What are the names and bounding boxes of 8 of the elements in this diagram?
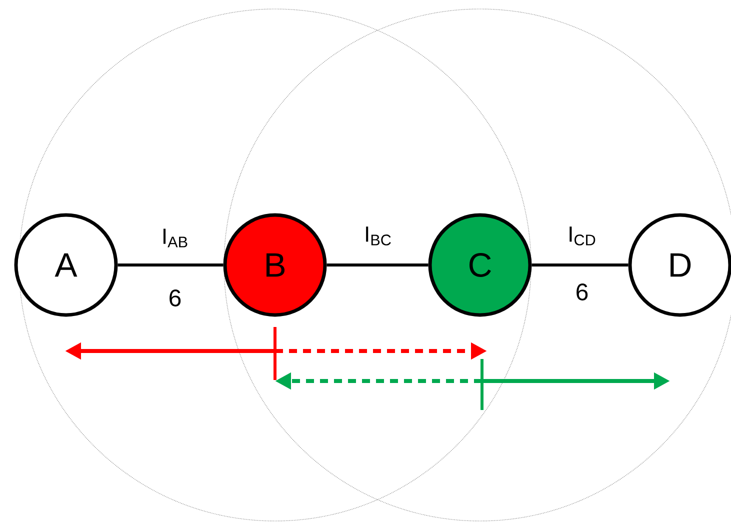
- connector-line: [118, 264, 224, 266]
- edge-label: I$_{BC}$: [366, 226, 391, 246]
- edge-label: I$_{CD}$: [570, 226, 596, 246]
- connector-line: [326, 264, 428, 266]
- weight-label: 6: [576, 284, 588, 300]
- connector-line: [532, 264, 628, 266]
- edge-label: I$_{AB}$: [164, 228, 188, 248]
- weight-label: 6: [170, 290, 181, 306]
